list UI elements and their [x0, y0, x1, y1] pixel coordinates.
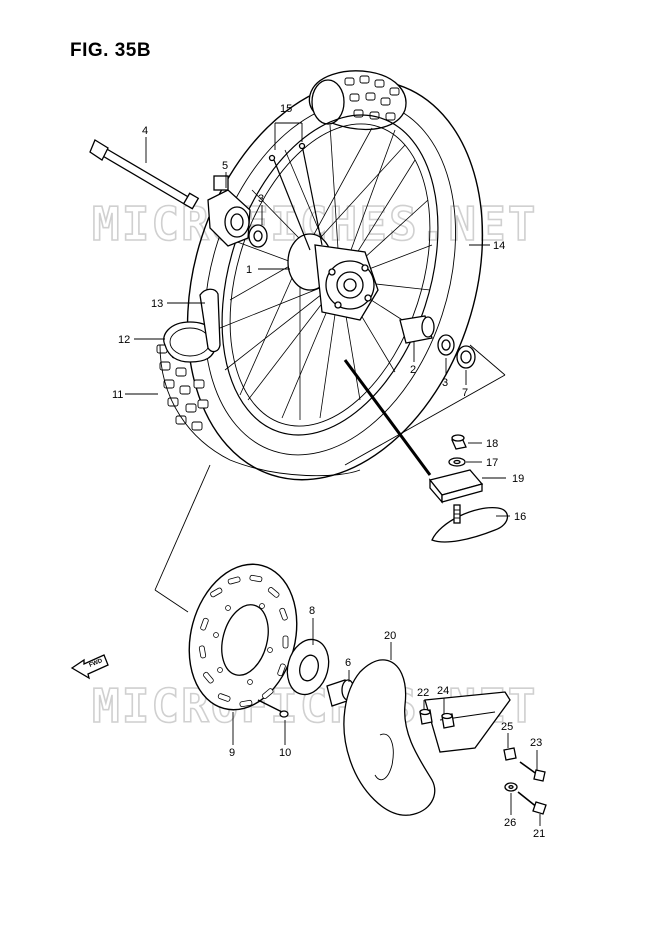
callout-24: 24 [437, 685, 449, 697]
callout-9: 9 [229, 747, 235, 759]
callout-16: 16 [514, 511, 526, 523]
callout-numbers: 4 5 3 15 1 14 13 12 11 2 3 7 18 17 19 16… [112, 103, 545, 840]
leader-lines [125, 122, 541, 826]
rim [221, 114, 439, 436]
callout-3-left: 3 [258, 193, 264, 205]
callout-19: 19 [512, 473, 524, 485]
callout-10: 10 [279, 747, 291, 759]
callout-2: 2 [410, 364, 416, 376]
fwd-label: FWD [89, 658, 105, 669]
gearbox [207, 175, 251, 247]
callout-25: 25 [501, 721, 513, 733]
tire [156, 70, 484, 481]
callout-14: 14 [493, 240, 505, 252]
callout-15: 15 [280, 103, 292, 115]
drive-plate [286, 638, 330, 696]
callout-4: 4 [142, 125, 148, 137]
callout-17: 17 [486, 457, 498, 469]
figure-title: FIG. 35B [70, 40, 152, 61]
callout-13: 13 [151, 298, 163, 310]
nut-25 [503, 747, 517, 761]
collar-22 [419, 708, 433, 725]
callout-8: 8 [309, 605, 315, 617]
washer-26 [504, 782, 518, 792]
callout-26: 26 [504, 817, 516, 829]
spoke-set [268, 142, 323, 251]
collar-24 [441, 712, 455, 729]
callout-21: 21 [533, 828, 545, 840]
rim-lock [431, 504, 509, 543]
bolt-23 [519, 761, 546, 782]
callout-18: 18 [486, 438, 498, 450]
callout-12: 12 [118, 334, 130, 346]
rim-lock-spacer [428, 469, 484, 504]
bearing-left [248, 224, 268, 248]
hub [287, 233, 379, 321]
disc-bolt [257, 699, 289, 718]
callout-11: 11 [112, 389, 123, 401]
rim-lock-nut [451, 434, 467, 450]
oil-seal [456, 345, 476, 369]
callout-1: 1 [246, 264, 252, 276]
callout-5: 5 [222, 160, 228, 172]
tire-tread-top [344, 75, 400, 121]
rim-lock-washer [448, 457, 466, 467]
disc-cover [343, 659, 511, 816]
axle [89, 139, 200, 210]
rim-band [199, 288, 221, 353]
callout-6: 6 [345, 657, 351, 669]
callout-23: 23 [530, 737, 542, 749]
callout-3-right: 3 [442, 377, 448, 389]
bolt-21 [517, 791, 547, 815]
bearing-right [437, 334, 455, 356]
callout-7: 7 [462, 387, 468, 399]
fwd-arrow-icon: FWD [70, 654, 109, 680]
callout-20: 20 [384, 630, 396, 642]
brake-disc [188, 563, 298, 711]
callout-22: 22 [417, 687, 429, 699]
spacer [399, 315, 435, 344]
